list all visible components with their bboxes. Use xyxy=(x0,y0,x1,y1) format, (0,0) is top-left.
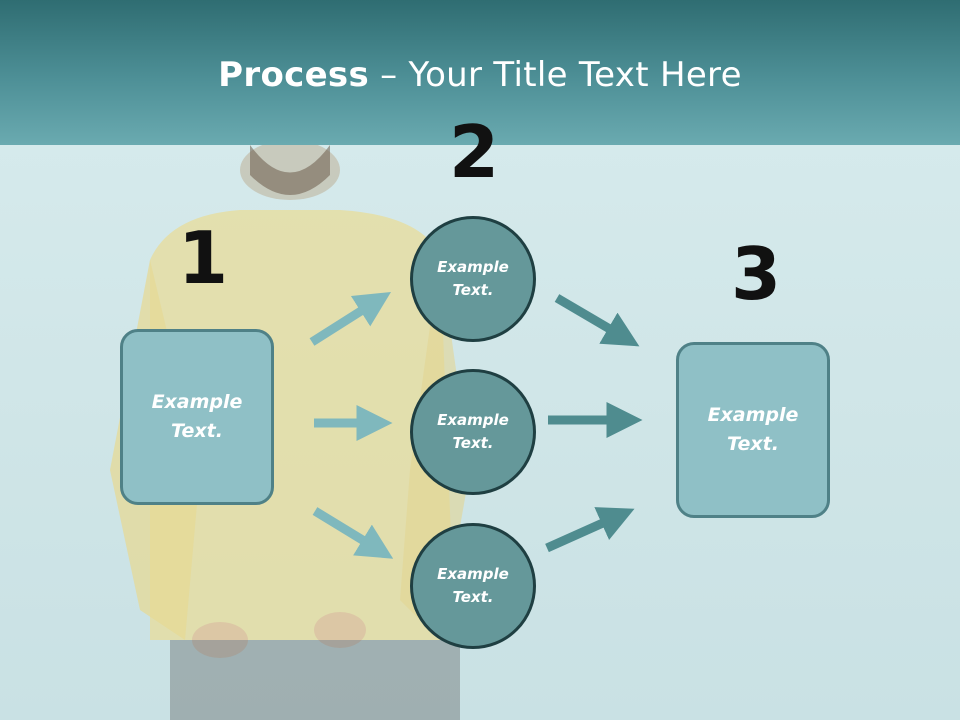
slide-title: Process – Your Title Text Here xyxy=(0,55,960,95)
step-number-1: 1 xyxy=(178,216,229,300)
title-bar: Process – Your Title Text Here xyxy=(0,0,960,145)
left-box: Example Text. xyxy=(120,329,274,505)
right-box: Example Text. xyxy=(676,342,830,518)
arrow-top-to-right xyxy=(554,294,640,347)
arrow-left-to-bottom xyxy=(312,507,394,559)
step-number-3: 3 xyxy=(731,232,782,316)
circle-bottom-text: Example Text. xyxy=(437,565,509,606)
circle-middle-text: Example Text. xyxy=(437,411,509,452)
circle-bottom: Example Text. xyxy=(410,523,536,649)
step-number-2: 2 xyxy=(449,110,500,194)
circle-top-text: Example Text. xyxy=(437,258,509,299)
circle-top: Example Text. xyxy=(410,216,536,342)
title-rest: – Your Title Text Here xyxy=(369,55,742,95)
title-bold: Process xyxy=(218,55,370,95)
left-box-text: Example Text. xyxy=(151,391,243,442)
right-box-text: Example Text. xyxy=(707,404,799,455)
circle-middle: Example Text. xyxy=(410,369,536,495)
arrow-left-to-top xyxy=(309,291,392,346)
arrow-bottom-to-right xyxy=(545,507,635,553)
